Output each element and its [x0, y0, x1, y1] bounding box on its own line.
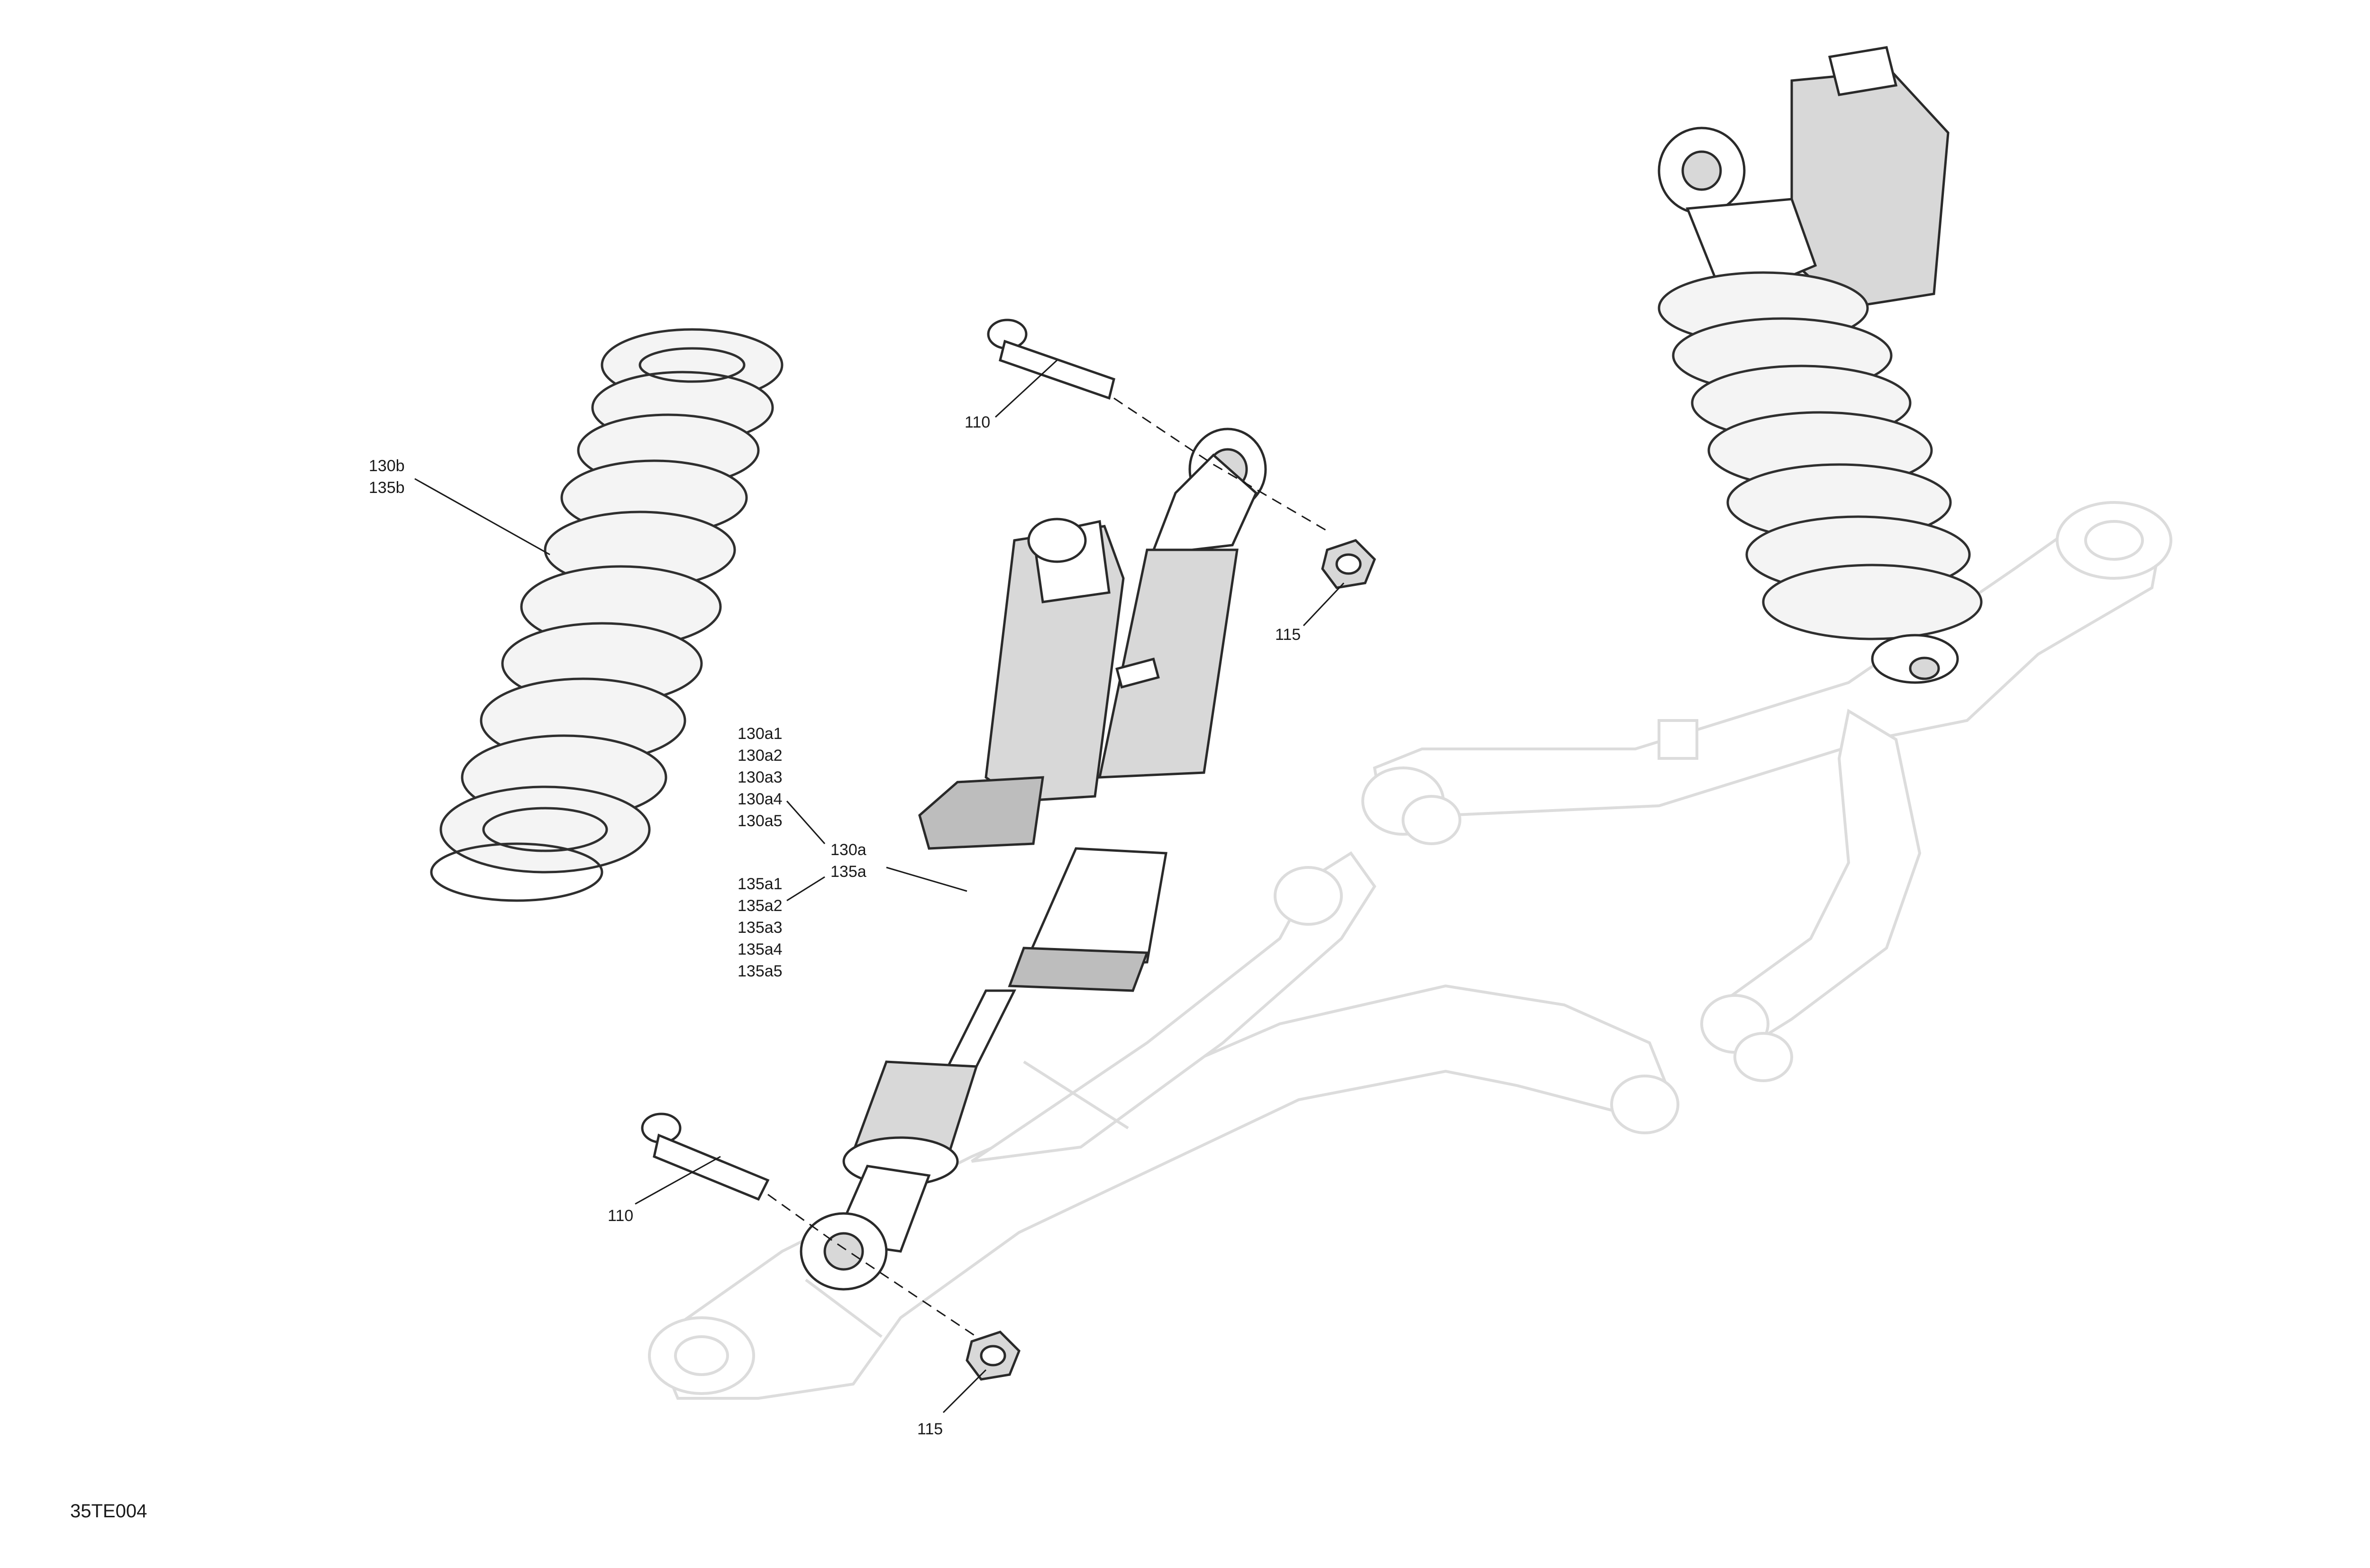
callout-bolt-top: 110	[965, 413, 991, 431]
callout-shock-variants-135: 135a1 135a2 135a3 135a4 135a5	[738, 873, 783, 982]
nut-top	[1321, 539, 1376, 589]
leader-bolt-top	[994, 359, 1058, 418]
callout-135a4: 135a4	[738, 940, 783, 958]
lower-a-arm-ghost	[648, 851, 1679, 1400]
callout-130a5: 130a5	[738, 812, 783, 830]
callout-130a3: 130a3	[738, 768, 783, 786]
callout-spring: 130b 135b	[369, 455, 405, 499]
callout-shock-main: 130a 135a	[830, 839, 866, 883]
callout-shock-variants-130: 130a1 130a2 130a3 130a4 130a5	[738, 723, 783, 832]
callout-135a: 135a	[830, 863, 866, 881]
leader-nut-top	[1303, 582, 1345, 627]
callout-bolt-bottom: 110	[608, 1207, 634, 1225]
callout-130a: 130a	[830, 841, 866, 859]
leader-nut-bottom	[942, 1369, 987, 1413]
bolt-bottom	[641, 1112, 770, 1201]
callout-130a4: 130a4	[738, 790, 783, 808]
upper-a-arm-ghost	[1361, 501, 2172, 1082]
callout-135a5: 135a5	[738, 962, 783, 980]
callout-135a3: 135a3	[738, 919, 783, 937]
callout-135a1: 135a1	[738, 875, 783, 893]
callout-spring-130b: 130b	[369, 457, 405, 475]
callout-nut-bottom: 115	[917, 1420, 943, 1438]
leader-spring	[414, 478, 550, 556]
leader-shock-130	[786, 801, 826, 844]
axis-top	[1113, 397, 1328, 532]
shock-absorber	[800, 428, 1267, 1291]
leader-bolt-bottom	[635, 1156, 721, 1205]
callout-135a2: 135a2	[738, 897, 783, 915]
bolt-top	[987, 319, 1115, 400]
drawing-code: 35TE004	[70, 1501, 147, 1522]
leader-shock-135	[786, 876, 825, 902]
nut-bottom	[966, 1331, 1021, 1381]
callout-130a2: 130a2	[738, 747, 783, 765]
leader-shock-main	[886, 866, 967, 892]
callout-130a1: 130a1	[738, 725, 783, 743]
axis-bottom	[767, 1194, 977, 1338]
assembled-shock	[1658, 46, 1983, 684]
callout-nut-top: 115	[1275, 626, 1301, 644]
coil-spring	[430, 328, 784, 902]
callout-spring-135b: 135b	[369, 479, 405, 497]
